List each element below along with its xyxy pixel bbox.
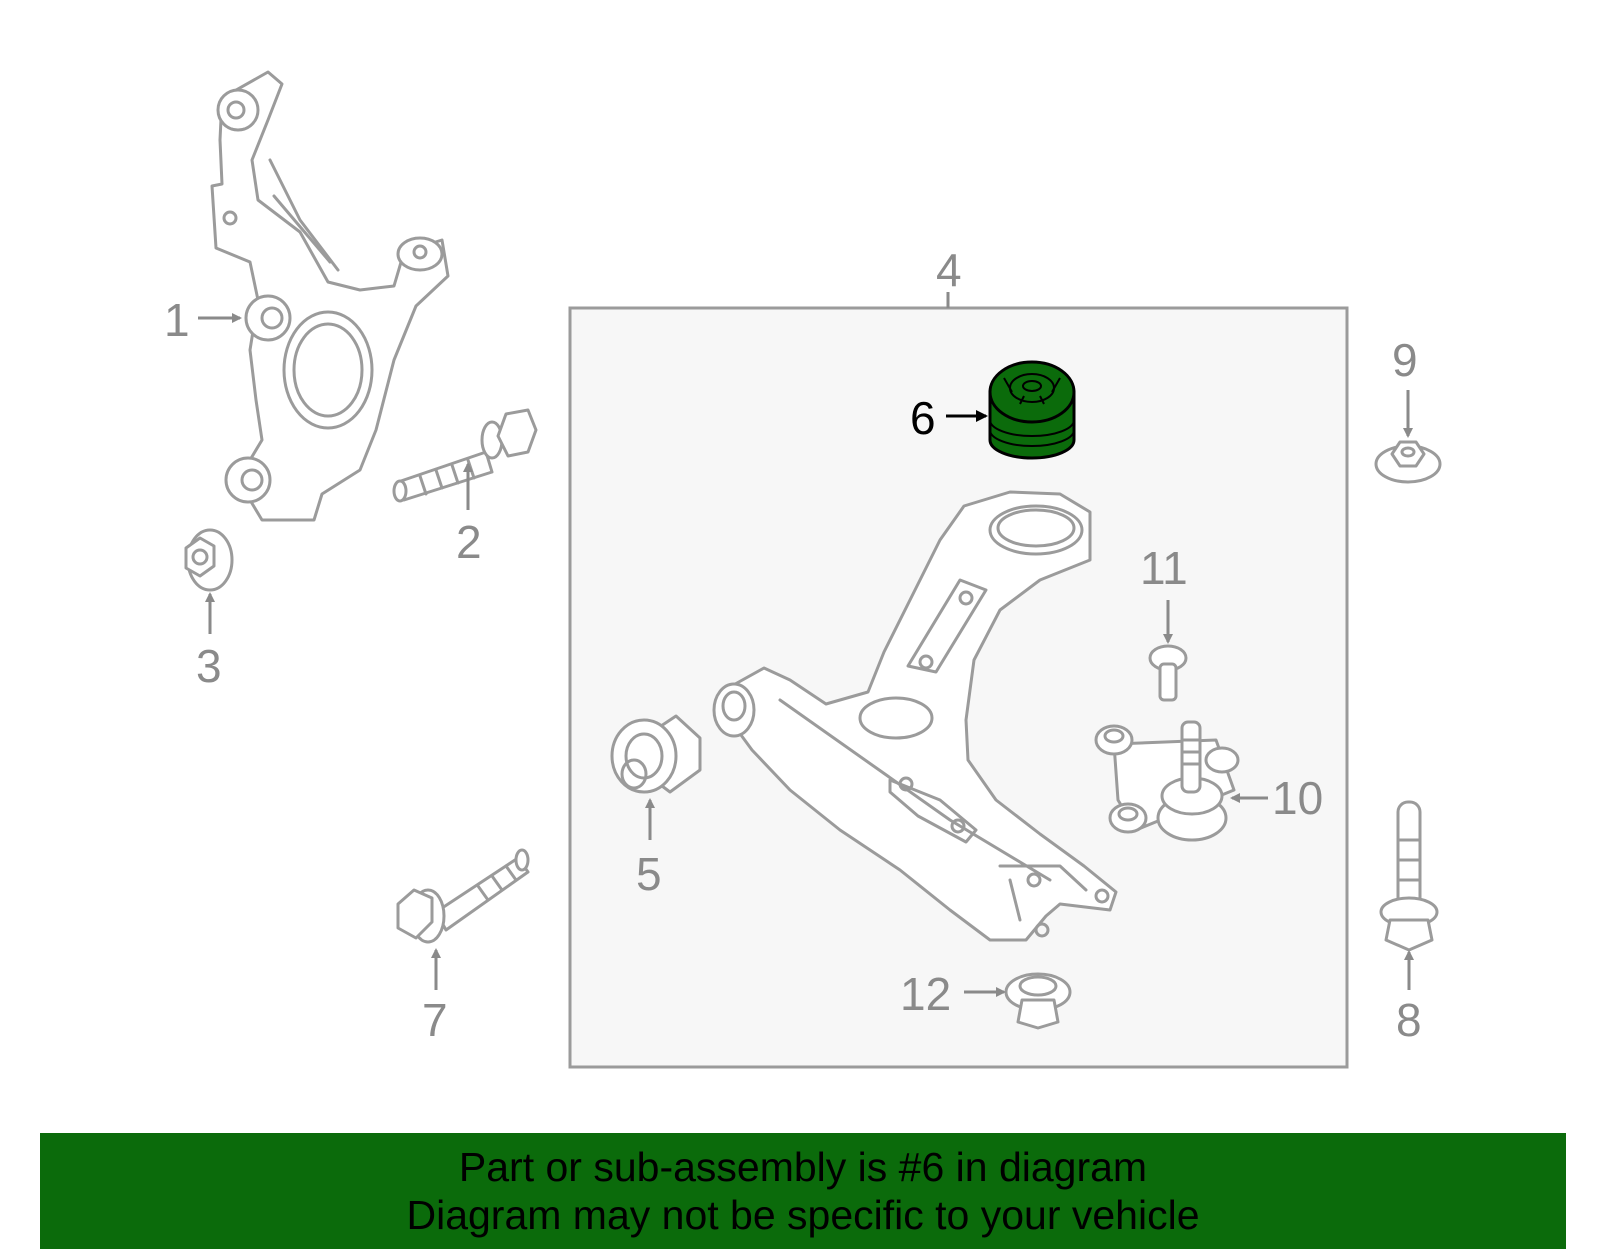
callout-10: 10 <box>1272 772 1323 824</box>
callout-2: 2 <box>456 516 482 568</box>
steering-knuckle <box>210 70 450 522</box>
callout-3: 3 <box>196 640 222 692</box>
bushing-5 <box>610 714 702 794</box>
callout-1: 1 <box>164 294 190 346</box>
bolt-8 <box>1379 800 1439 952</box>
nut-3 <box>184 528 234 592</box>
info-banner: Part or sub-assembly is #6 in diagram Di… <box>40 1133 1566 1249</box>
bolt-2 <box>392 408 538 503</box>
callout-5: 5 <box>636 848 662 900</box>
nut-12 <box>1004 972 1072 1030</box>
banner-line-1: Part or sub-assembly is #6 in diagram <box>458 1144 1148 1190</box>
bolt-7 <box>396 848 530 944</box>
callout-12: 12 <box>900 968 951 1020</box>
callout-7: 7 <box>422 994 448 1046</box>
bushing-6-highlighted <box>988 360 1076 460</box>
nut-9 <box>1374 440 1442 484</box>
banner-line-2: Diagram may not be specific to your vehi… <box>406 1192 1200 1238</box>
callout-11: 11 <box>1140 542 1188 594</box>
ball-joint-10 <box>1094 720 1240 842</box>
callout-8: 8 <box>1396 994 1422 1046</box>
lower-control-arm <box>712 490 1118 942</box>
callout-6: 6 <box>910 392 936 444</box>
callout-4: 4 <box>936 244 962 296</box>
callout-9: 9 <box>1392 334 1418 386</box>
bolt-11 <box>1148 644 1188 702</box>
